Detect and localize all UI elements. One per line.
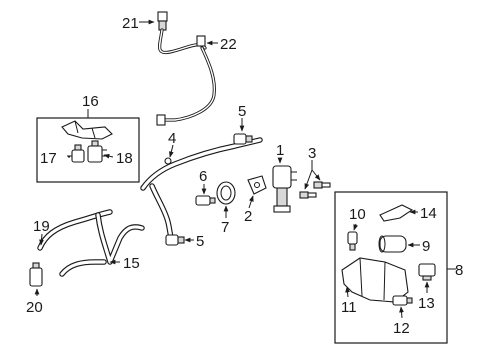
fitting-5-lower xyxy=(165,234,185,246)
callout-12: 12 xyxy=(393,320,410,337)
callout-22: 22 xyxy=(220,36,237,53)
callout-9: 9 xyxy=(422,238,430,255)
egr-cooler-11 xyxy=(341,257,409,303)
callout-6: 6 xyxy=(199,168,207,185)
sensor-13 xyxy=(418,263,436,281)
vacuum-hose-19 xyxy=(37,209,113,251)
callout-18: 18 xyxy=(116,150,133,167)
callout-1: 1 xyxy=(276,142,284,159)
solenoid-18 xyxy=(87,140,107,163)
vacuum-hose-4 xyxy=(140,137,263,243)
callout-16: 16 xyxy=(82,93,99,110)
callout-8: 8 xyxy=(455,262,463,279)
bolts-3 xyxy=(299,181,331,199)
fitting-5-upper xyxy=(233,133,253,145)
callout-5-lower: 5 xyxy=(196,233,204,250)
callout-20: 20 xyxy=(26,299,43,316)
callout-11: 11 xyxy=(341,299,357,316)
o-ring-7 xyxy=(216,181,236,205)
fitting-12 xyxy=(392,295,413,306)
callout-17: 17 xyxy=(40,150,57,167)
gasket-2 xyxy=(247,175,267,195)
callout-3: 3 xyxy=(308,145,316,162)
callout-15: 15 xyxy=(123,255,140,272)
bracket-14 xyxy=(379,204,414,222)
connector-6 xyxy=(195,195,216,206)
vacuum-hose-15 xyxy=(59,212,145,277)
egr-valve-1 xyxy=(272,165,297,213)
callout-19: 19 xyxy=(33,218,50,235)
callout-5-upper: 5 xyxy=(238,103,246,120)
callout-13: 13 xyxy=(418,295,435,312)
egr-cooler-kit-box xyxy=(334,191,448,344)
canister-9 xyxy=(378,235,407,253)
oxygen-sensor-22 xyxy=(156,35,216,126)
filter-20 xyxy=(29,262,43,287)
callout-10: 10 xyxy=(349,206,366,223)
callout-4: 4 xyxy=(168,130,176,147)
callout-21: 21 xyxy=(122,15,139,32)
solenoid-17 xyxy=(67,144,85,163)
bracket-16 xyxy=(61,120,113,140)
callout-7: 7 xyxy=(221,219,229,236)
callout-2: 2 xyxy=(244,208,252,225)
callout-14: 14 xyxy=(420,205,437,222)
sensor-10 xyxy=(347,231,358,251)
